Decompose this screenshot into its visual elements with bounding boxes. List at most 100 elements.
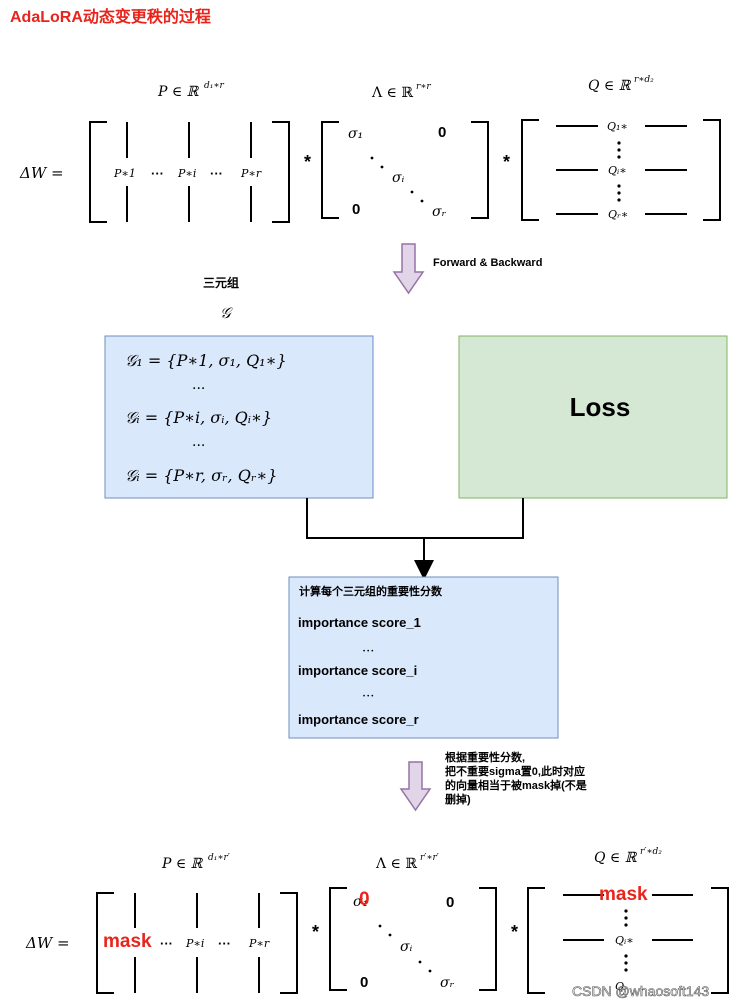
bottom-p-bracket-right xyxy=(280,892,298,994)
top-zero-lower: 0 xyxy=(352,201,360,218)
mask-note-line-3: 的向量相当于被mask掉(不是 xyxy=(445,778,588,792)
top-zero-upper: 0 xyxy=(438,124,446,141)
top-p-bracket-left xyxy=(89,121,107,223)
bottom-p-label: P ∈ ℝ xyxy=(161,856,204,872)
top-q-row1-label: Q₁∗ xyxy=(607,120,628,133)
bottom-q-row3-label: Q xyxy=(615,980,624,993)
bottom-q-bracket-left xyxy=(527,887,545,994)
bottom-sigma-1-zeroed: 0 xyxy=(359,889,370,910)
bottom-p-bracket-left xyxy=(96,892,114,994)
top-q-bracket-right xyxy=(703,119,721,221)
top-q-dot xyxy=(617,148,621,152)
mask-arrow xyxy=(399,761,432,812)
triplet-line-1: 𝒢₁ = {P∗1, σ₁, Q₁∗} xyxy=(125,351,287,370)
top-p-ellipsis-2: ··· xyxy=(210,166,223,181)
triplet-ellipsis-1: ··· xyxy=(192,381,205,397)
bottom-lambda-bracket-right xyxy=(479,887,497,991)
bottom-p-mask: mask xyxy=(103,931,152,952)
bottom-q-dot xyxy=(624,916,628,920)
bottom-times-2: * xyxy=(511,922,518,942)
top-q-bracket-left xyxy=(521,119,539,221)
top-times-2: * xyxy=(503,152,510,172)
top-lambda-exp: r∗r xyxy=(416,82,431,92)
triplet-line-3: 𝒢ᵢ = {P∗r, σᵣ, Qᵣ∗} xyxy=(125,466,277,485)
top-lambda-label: Λ ∈ ℝ xyxy=(371,85,413,101)
top-q-dot xyxy=(617,198,621,202)
bottom-p-col2-label: P∗i xyxy=(185,937,204,950)
mask-note-line-2: 把不重要sigma置0,此时对应 xyxy=(445,764,585,778)
score-line-2: importance score_i xyxy=(298,663,417,678)
top-diag-dot xyxy=(410,190,414,194)
top-q-exp: r∗d₂ xyxy=(634,75,654,85)
top-lambda-bracket-right xyxy=(471,121,489,219)
bottom-q-dot xyxy=(624,923,628,927)
score-ellipsis-2: ··· xyxy=(362,689,374,704)
loss-box xyxy=(458,335,728,499)
bottom-q-bracket-right xyxy=(711,887,729,994)
top-p-col3-label: P∗r xyxy=(240,167,262,180)
triplet-symbol: 𝒢 xyxy=(220,304,233,322)
bottom-zero-upper: 0 xyxy=(446,894,454,911)
top-p-col2-label: P∗i xyxy=(177,167,196,180)
top-diag-dot xyxy=(380,165,384,169)
top-q-dot xyxy=(617,155,621,159)
bottom-lambda-label: Λ ∈ ℝ xyxy=(375,856,417,872)
top-diag-dot xyxy=(370,156,374,160)
top-q-dot xyxy=(617,191,621,195)
bottom-zero-lower: 0 xyxy=(360,974,368,991)
triplet-box xyxy=(104,335,374,499)
bottom-p-col3-label: P∗r xyxy=(248,937,270,950)
bottom-q-dot xyxy=(624,961,628,965)
top-p-exp: d₁∗r xyxy=(204,81,224,91)
score-line-3: importance score_r xyxy=(298,712,419,727)
top-p-bracket-right xyxy=(272,121,290,223)
bottom-lambda-exp: r′∗r′ xyxy=(420,853,439,863)
top-q-dot xyxy=(617,141,621,145)
bottom-diag-dot xyxy=(418,960,422,964)
bottom-q-row2-label: Qᵢ∗ xyxy=(615,934,634,947)
bottom-lhs: ΔW = xyxy=(25,934,70,952)
top-sigma-r: σᵣ xyxy=(432,204,447,220)
bottom-q-dot xyxy=(624,968,628,972)
top-q-label: Q ∈ ℝ xyxy=(588,78,632,94)
top-q-row3-label: Qᵣ∗ xyxy=(608,208,628,221)
bottom-diag-dot xyxy=(428,969,432,973)
top-sigma-i: σᵢ xyxy=(392,170,405,186)
bottom-times-1: * xyxy=(312,922,319,942)
top-lhs: ΔW = xyxy=(19,164,64,182)
bottom-p-ellipsis-1: ··· xyxy=(160,936,173,951)
score-line-1: importance score_1 xyxy=(298,615,421,630)
bottom-p-exp: d₁∗r′ xyxy=(208,853,230,863)
mask-note-line-1: 根据重要性分数, xyxy=(445,750,525,764)
top-lambda-bracket-left xyxy=(321,121,339,219)
bottom-sigma-i: σᵢ xyxy=(400,939,413,955)
bottom-diag-dot xyxy=(388,933,392,937)
importance-score-box xyxy=(288,576,559,739)
forward-backward-label: Forward & Backward xyxy=(433,257,542,269)
top-p-label: P ∈ ℝ xyxy=(157,84,200,100)
bottom-lambda-bracket-left xyxy=(329,887,347,991)
bottom-diag-dot xyxy=(378,924,382,928)
bottom-sigma-1: σ₁ xyxy=(353,894,368,910)
score-ellipsis-1: ··· xyxy=(362,644,374,659)
loss-label: Loss xyxy=(570,392,631,422)
triplet-ellipsis-2: ··· xyxy=(192,438,205,454)
top-equation: P ∈ ℝ d₁∗r Λ ∈ ℝ r∗r Q ∈ ℝ r∗d₂ ΔW = P∗1… xyxy=(19,75,721,223)
top-times-1: * xyxy=(304,152,311,172)
bottom-p-ellipsis-2: ··· xyxy=(218,936,231,951)
top-diag-dot xyxy=(420,199,424,203)
diagram-title: AdaLoRA动态变更秩的过程 xyxy=(10,7,211,26)
watermark: CSDN @whaosoft143 xyxy=(572,983,709,999)
top-q-dot xyxy=(617,184,621,188)
top-sigma-1: σ₁ xyxy=(348,126,363,142)
top-p-ellipsis-1: ··· xyxy=(151,166,164,181)
top-p-col1-label: P∗1 xyxy=(113,167,136,180)
triplet-line-2: 𝒢ᵢ = {P∗i, σᵢ, Qᵢ∗} xyxy=(125,408,272,427)
mask-note-line-4: 删掉) xyxy=(445,792,471,806)
forward-backward-arrow xyxy=(392,243,425,295)
bottom-sigma-r: σᵣ xyxy=(440,975,455,991)
connector-lines xyxy=(306,498,524,539)
triplet-label: 三元组 xyxy=(203,275,239,290)
bottom-q-label: Q ∈ ℝ xyxy=(594,850,638,866)
